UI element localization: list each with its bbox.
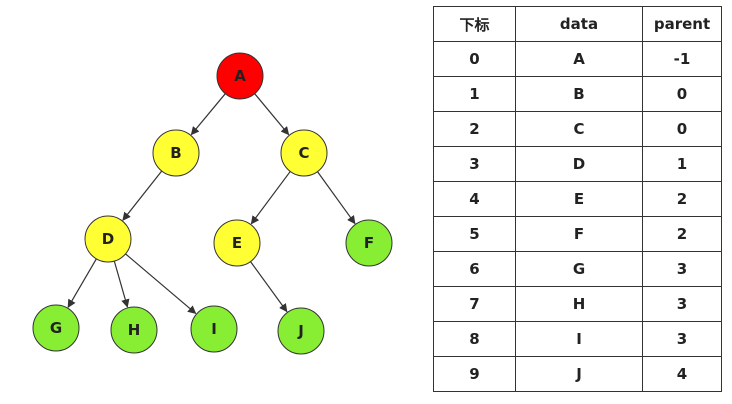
cell-data: H xyxy=(515,286,643,322)
cell-parent: -1 xyxy=(642,41,722,77)
cell-index: 8 xyxy=(433,321,516,357)
cell-data: E xyxy=(515,181,643,217)
column-header-parent: parent xyxy=(642,6,722,42)
node-circle xyxy=(213,219,261,267)
tree-diagram: A B C D E F G H I J xyxy=(32,52,393,355)
cell-data: G xyxy=(515,251,643,287)
node-c: C xyxy=(280,129,328,177)
node-circle xyxy=(110,306,158,354)
node-j: J xyxy=(277,307,325,355)
cell-index: 0 xyxy=(433,41,516,77)
edge-a-b xyxy=(190,93,226,136)
node-circle xyxy=(32,304,80,352)
edge-c-f xyxy=(316,171,356,225)
cell-index: 7 xyxy=(433,286,516,322)
cell-index: 2 xyxy=(433,111,516,147)
edge-d-h xyxy=(113,260,130,308)
cell-index: 9 xyxy=(433,356,516,392)
node-circle xyxy=(152,129,200,177)
cell-data: F xyxy=(515,216,643,252)
cell-parent: 3 xyxy=(642,321,722,357)
node-b: B xyxy=(152,129,200,177)
cell-data: I xyxy=(515,321,643,357)
tree-edges xyxy=(67,93,356,315)
edge-d-i xyxy=(125,253,197,315)
node-g: G xyxy=(32,304,80,352)
cell-data: B xyxy=(515,76,643,112)
node-e: E xyxy=(213,219,261,267)
node-a: A xyxy=(216,52,264,100)
node-i: I xyxy=(190,305,238,353)
cell-parent: 3 xyxy=(642,286,722,322)
cell-parent: 0 xyxy=(642,76,722,112)
node-label: G xyxy=(50,319,62,337)
cell-parent: 2 xyxy=(642,216,722,252)
node-circle xyxy=(190,305,238,353)
node-circle xyxy=(216,52,264,100)
node-circle xyxy=(345,219,393,267)
edge-e-j xyxy=(250,261,288,313)
cell-parent: 0 xyxy=(642,111,722,147)
cell-index: 3 xyxy=(433,146,516,182)
node-d: D xyxy=(84,215,132,263)
column-header-data: data xyxy=(515,6,643,42)
cell-data: D xyxy=(515,146,643,182)
node-label: J xyxy=(297,322,304,340)
cell-parent: 1 xyxy=(642,146,722,182)
edge-a-c xyxy=(254,93,290,136)
node-label: B xyxy=(170,144,181,162)
edge-b-d xyxy=(122,170,163,221)
cell-parent: 2 xyxy=(642,181,722,217)
node-label: I xyxy=(211,320,217,338)
tree-nodes: A B C D E F G H I J xyxy=(32,52,393,355)
cell-parent: 3 xyxy=(642,251,722,287)
cell-index: 6 xyxy=(433,251,516,287)
node-label: D xyxy=(102,230,114,248)
cell-index: 5 xyxy=(433,216,516,252)
node-circle xyxy=(84,215,132,263)
node-label: E xyxy=(232,234,242,252)
cell-data: C xyxy=(515,111,643,147)
column-header-index: 下标 xyxy=(433,6,516,42)
node-label: F xyxy=(364,234,374,252)
cell-parent: 4 xyxy=(642,356,722,392)
table-header-row: 下标 data parent xyxy=(433,6,722,42)
node-label: A xyxy=(234,67,246,85)
cell-index: 1 xyxy=(433,76,516,112)
edge-d-g xyxy=(67,258,97,309)
cell-data: A xyxy=(515,41,643,77)
cell-data: J xyxy=(515,356,643,392)
edge-c-e xyxy=(250,171,291,225)
node-label: C xyxy=(298,144,309,162)
node-label: H xyxy=(128,321,141,339)
node-f: F xyxy=(345,219,393,267)
node-circle xyxy=(280,129,328,177)
node-h: H xyxy=(110,306,158,354)
cell-index: 4 xyxy=(433,181,516,217)
node-circle xyxy=(277,307,325,355)
